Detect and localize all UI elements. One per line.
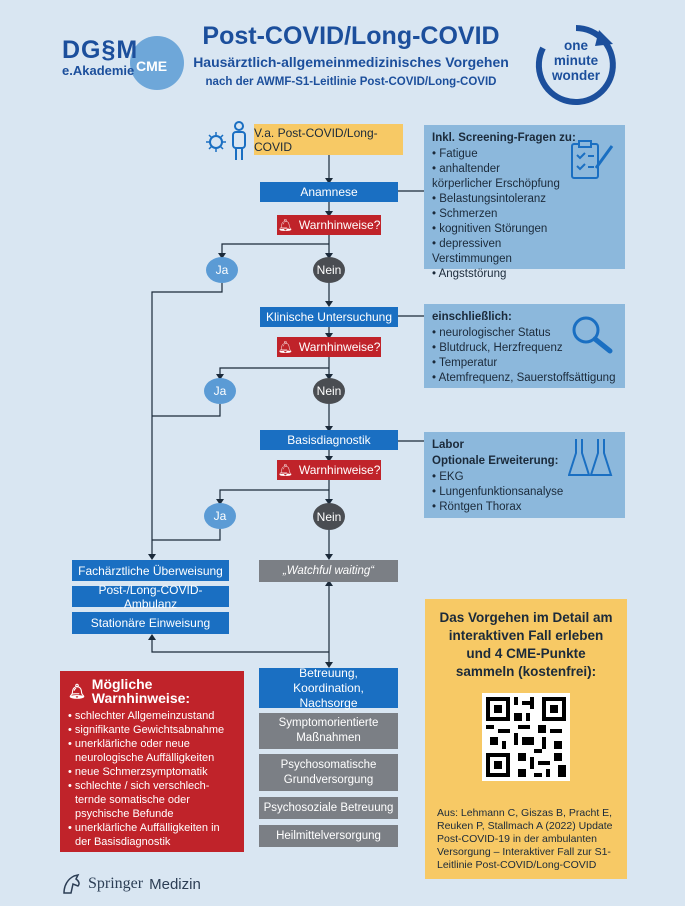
nein-circle-2: Nein xyxy=(313,378,345,404)
cme-logo-text: CME xyxy=(136,58,168,74)
ja-circle-3: Ja xyxy=(204,503,236,529)
list-item: Angststörung xyxy=(432,267,562,282)
list-item: Temperatur xyxy=(432,356,617,371)
referral-ambulanz: Post-/Long-COVID-Ambulanz xyxy=(72,583,229,611)
cta-reference: Aus: Lehmann C, Giszas B, Pracht E, Reuk… xyxy=(437,807,613,871)
list-item: anhaltender körperlicher Erschöpfung xyxy=(432,162,562,192)
ja-circle-2: Ja xyxy=(204,378,236,404)
list-item: Röntgen Thorax xyxy=(432,500,617,515)
info-untersuchung: einschließlich: neurologischer Status Bl… xyxy=(424,304,625,388)
care-psychosozial: Psychosoziale Betreuung xyxy=(259,797,398,819)
bell-icon: 🔔︎ xyxy=(277,463,293,477)
akademie-logo-text: e.Akademie xyxy=(62,63,135,78)
referral-facharzt: Fachärztliche Überweisung xyxy=(72,560,229,581)
list-item: Fatigue xyxy=(432,147,562,162)
badge-line1: one xyxy=(563,38,588,53)
warn-label: Warnhinweise? xyxy=(298,463,381,477)
list-item: schlechter Allgemeinzustand xyxy=(68,709,236,723)
start-box: V.a. Post-COVID/Long-COVID xyxy=(254,124,403,155)
referral-stationaer: Stationäre Einweisung xyxy=(72,612,229,634)
list-item: neurologischer Status xyxy=(432,326,617,341)
page-title: Post-COVID/Long-COVID xyxy=(202,22,500,50)
warnings-box: 🔔︎ Mögliche Warnhinweise: schlechter Allg… xyxy=(60,671,244,852)
badge-line3: wonder xyxy=(551,68,600,83)
springer-logo: Springer Medizin xyxy=(60,873,201,895)
step-basisdiagnostik: Basisdiagnostik xyxy=(260,430,398,450)
dgm-logo: DG§M e.Akademie xyxy=(62,36,172,96)
warn-box-3: 🔔︎ Warnhinweise? xyxy=(277,460,381,480)
warn-label: Warnhinweise? xyxy=(298,340,381,354)
page-subtitle: Hausärztlich-allgemeinmedizinisches Vorg… xyxy=(193,54,509,70)
magnifier-icon xyxy=(572,316,613,354)
list-item: Schmerzen xyxy=(432,207,562,222)
springer-text: Springer xyxy=(88,875,144,892)
page-subtitle-source: nach der AWMF-S1-Leitlinie Post-COVID/Lo… xyxy=(205,76,497,88)
cta-head: Das Vorgehen im Detail am interaktiven F… xyxy=(439,610,613,679)
info-diagnostik-head2: Optionale Erweiterung: xyxy=(432,455,559,467)
list-item: Belastungsintoleranz xyxy=(432,192,562,207)
list-item: kognitiven Störungen xyxy=(432,222,562,237)
care-symptom: Symptomorientierte Maßnahmen xyxy=(259,713,398,749)
info-untersuchung-head: einschließlich: xyxy=(432,311,512,323)
care-psychosomatisch: Psychosomatische Grundversorgung xyxy=(259,754,398,791)
watchful-waiting: „Watchful waiting“ xyxy=(259,560,398,582)
list-item: neue Schmerzsymptomatik xyxy=(68,765,236,779)
care-heilmittel: Heilmittelversorgung xyxy=(259,825,398,847)
cme-logo-circle xyxy=(130,36,184,90)
info-screening: Inkl. Screening-Fragen zu: Fatigue anhal… xyxy=(424,125,625,280)
qr-code-icon[interactable] xyxy=(482,693,570,781)
ja-circle-1: Ja xyxy=(206,257,238,283)
step-anamnese: Anamnese xyxy=(260,182,398,202)
list-item: EKG xyxy=(432,470,617,485)
warn-label: Warnhinweise? xyxy=(298,218,381,232)
warn-box-1: 🔔︎ Warnhinweise? xyxy=(277,215,381,235)
info-screening-head: Inkl. Screening-Fragen zu: xyxy=(432,132,576,144)
list-item: unerklärliche oder neue neurologische Au… xyxy=(68,737,236,765)
list-item: signifikante Gewichtsabnahme xyxy=(68,723,236,737)
info-diagnostik-head: Labor xyxy=(432,439,464,451)
list-item: Blutdruck, Herzfrequenz xyxy=(432,341,617,356)
lab-flask-icon xyxy=(568,439,613,476)
medizin-text: Medizin xyxy=(149,875,201,893)
nein-circle-1: Nein xyxy=(313,257,345,283)
nein-circle-3: Nein xyxy=(313,503,345,530)
dgm-logo-text: DG§M xyxy=(62,36,139,64)
list-item: Lungenfunktionsanalyse xyxy=(432,485,617,500)
list-item: unerklärliche Auffälligkeiten in der Bas… xyxy=(68,821,236,849)
clipboard-checklist-icon xyxy=(571,140,614,179)
warn-box-2: 🔔︎ Warnhinweise? xyxy=(277,337,381,357)
cta-box: Das Vorgehen im Detail am interaktiven F… xyxy=(425,599,627,879)
care-head: Betreuung, Koordination, Nachsorge xyxy=(259,666,398,710)
list-item: depressiven Verstimmungen xyxy=(432,237,562,267)
bell-icon: 🔔︎ xyxy=(277,218,293,232)
list-item: schlechte / sich verschlech-ternde somat… xyxy=(68,779,236,821)
springer-horse-icon xyxy=(63,873,80,894)
warnings-head: Mögliche Warnhinweise: xyxy=(91,676,191,706)
step-klinische-untersuchung: Klinische Untersuchung xyxy=(260,307,398,327)
one-minute-wonder-badge: one minute wonder xyxy=(540,38,612,83)
one-minute-wonder-icon xyxy=(535,25,616,105)
list-item: Atemfrequenz, Sauerstoffsättigung xyxy=(432,371,617,386)
bell-icon: 🔔︎ xyxy=(68,683,86,699)
watchful-label: „Watchful waiting“ xyxy=(282,564,375,577)
patient-virus-icon xyxy=(206,121,246,160)
bell-icon: 🔔︎ xyxy=(277,340,293,354)
badge-line2: minute xyxy=(553,53,599,68)
